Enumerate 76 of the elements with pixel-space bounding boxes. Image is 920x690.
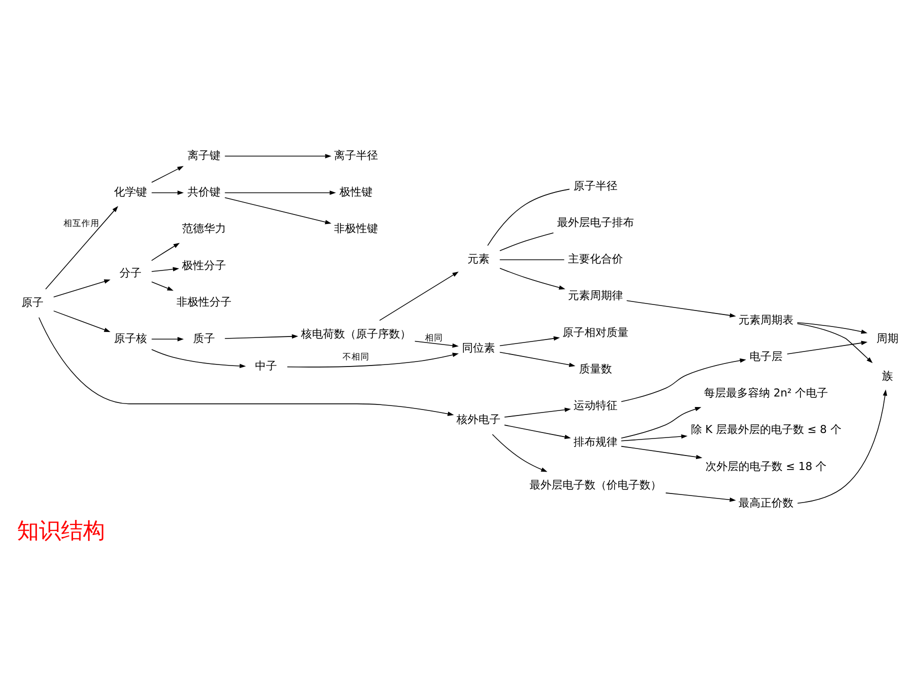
arrow — [151, 349, 246, 368]
arrow — [224, 197, 332, 224]
node-text: 极性键 — [340, 186, 373, 199]
arrow — [224, 190, 336, 195]
node-text: 周期 — [876, 332, 899, 346]
connector — [487, 188, 570, 246]
arrow — [796, 323, 873, 364]
node-text: 主要化合价 — [568, 252, 624, 266]
node-text: 中子 — [255, 359, 278, 372]
arrow — [151, 166, 184, 183]
connector — [499, 259, 565, 260]
arrow — [38, 317, 454, 416]
node-text: 每层最多容纳 2n² 个电子 — [704, 386, 828, 400]
node-text: 最高正价数 — [738, 496, 794, 510]
node-text: 族 — [882, 369, 894, 382]
node-text: 化学键 — [114, 186, 148, 199]
node-text: 原子核 — [114, 332, 148, 346]
node-text: 排布规律 — [574, 436, 618, 449]
connector — [499, 232, 554, 252]
arrow — [626, 300, 736, 318]
edge-label: 不相同 — [342, 352, 370, 362]
node-text: 核外电子 — [456, 413, 501, 426]
arrow — [620, 446, 702, 460]
node-text: 极性分子 — [182, 258, 226, 272]
node-text: 除 K 层最外层的电子数 ≤ 8 个 — [690, 423, 842, 436]
node-text: 原子半径 — [574, 179, 618, 192]
node-text: 核电荷数（原子序数） — [301, 327, 412, 340]
arrow — [499, 336, 560, 346]
node-text: 元素周期表 — [738, 313, 794, 326]
node-text: 运动特征 — [574, 399, 618, 412]
node-text: 离子半径 — [334, 149, 378, 162]
arrow — [796, 322, 868, 334]
node-text: 共价键 — [187, 186, 220, 199]
arrow — [151, 282, 174, 291]
arrow — [286, 352, 459, 368]
node-text: 最外层电子排布 — [557, 216, 634, 229]
arrow — [504, 408, 571, 418]
node-text: 非极性键 — [334, 222, 378, 236]
node-text: 范德华力 — [182, 222, 226, 236]
edge-label: 相互作用 — [63, 219, 100, 230]
arrow — [620, 407, 702, 438]
node-text: 质子 — [192, 332, 215, 346]
node-text: 非极性分子 — [176, 295, 232, 308]
arrow — [53, 279, 110, 298]
arrow — [500, 268, 566, 290]
node-text: 次外层的电子数 ≤ 18 个 — [705, 460, 827, 473]
arrow — [620, 358, 746, 402]
node-text: 离子键 — [187, 149, 220, 162]
node-text: 分子 — [120, 266, 142, 280]
arrow — [151, 190, 184, 195]
arrow — [492, 434, 548, 472]
arrow — [499, 352, 576, 368]
arrow — [151, 267, 180, 272]
arrow — [504, 424, 571, 440]
node-text: 电子层 — [750, 350, 783, 363]
node-text: 原子 — [21, 296, 44, 310]
arrow — [379, 272, 459, 321]
arrow — [786, 340, 868, 354]
arrow — [224, 334, 298, 339]
node-text: 原子相对质量 — [562, 326, 629, 339]
arrow — [45, 206, 118, 290]
arrow — [797, 389, 888, 504]
edge-label: 相同 — [424, 334, 443, 344]
node-text: 质量数 — [579, 362, 612, 376]
diagram-title: 知识结构 — [17, 519, 106, 544]
node-text: 元素 — [468, 252, 490, 266]
node-text: 元素周期律 — [568, 289, 624, 302]
arrow — [151, 242, 180, 261]
arrow — [224, 154, 332, 158]
node-text: 同位素 — [462, 341, 496, 354]
arrow — [53, 310, 110, 332]
node-text: 最外层电子数（价电子数） — [530, 478, 662, 492]
arrow — [620, 434, 688, 442]
arrow — [414, 340, 459, 348]
arrow — [151, 336, 184, 342]
arrow — [665, 492, 736, 502]
